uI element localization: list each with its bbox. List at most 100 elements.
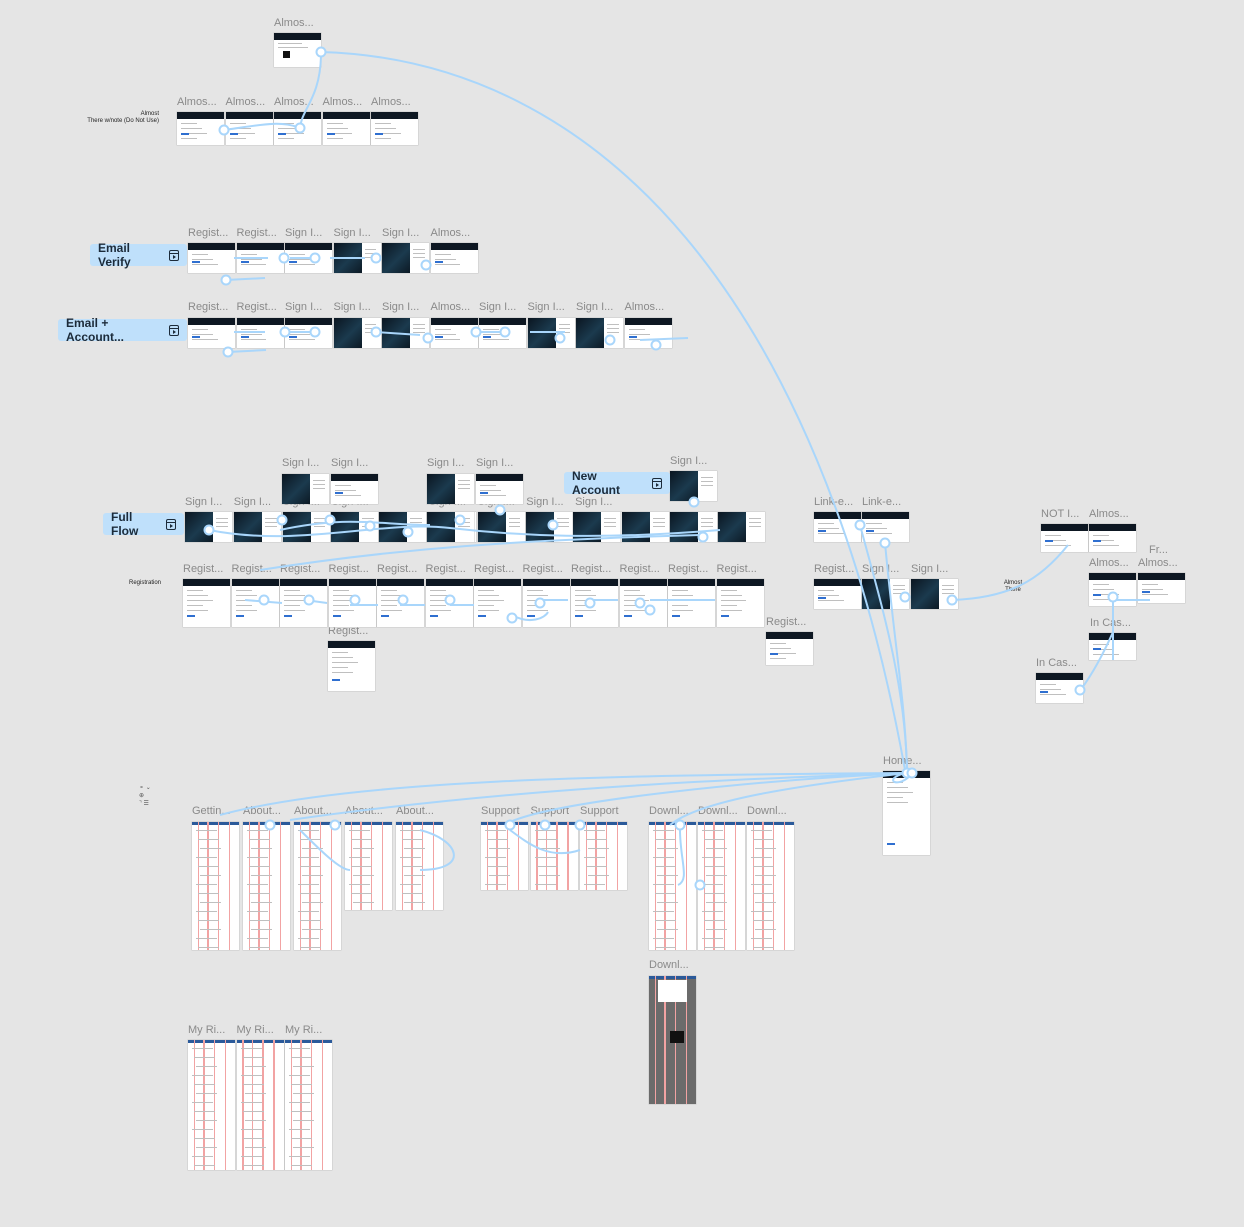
frame-thumbnail[interactable] [430, 318, 478, 348]
frame-thumbnail[interactable] [427, 512, 474, 542]
flow-start-email-verify[interactable]: Email Verify [90, 241, 187, 269]
frame-label[interactable]: Almos... [1138, 557, 1178, 569]
frame-thumbnail[interactable] [474, 579, 521, 627]
frame-thumbnail[interactable] [328, 579, 376, 627]
frame-label[interactable]: Sign I... [382, 301, 420, 313]
frame-label[interactable]: My Ri... [188, 1024, 226, 1036]
frame-thumbnail[interactable] [1089, 573, 1136, 606]
frame-thumbnail[interactable] [282, 474, 329, 504]
frame-thumbnail[interactable] [862, 512, 909, 542]
frame-thumbnail[interactable] [371, 112, 418, 145]
frame-thumbnail[interactable] [624, 318, 672, 348]
frame-label[interactable]: Regist... [188, 227, 229, 239]
frame-thumbnail[interactable] [322, 112, 370, 145]
frame-label[interactable]: Almos... [371, 96, 411, 108]
frame-label[interactable]: Regist... [280, 563, 321, 575]
flow-start-new-account[interactable]: New Account [564, 469, 670, 497]
frame-thumbnail[interactable] [649, 822, 696, 950]
frame-label[interactable]: Almos... [274, 17, 314, 29]
frame-download-dark[interactable] [649, 976, 696, 1104]
frame-thumbnail[interactable] [619, 579, 667, 627]
frame-thumbnail[interactable] [670, 512, 717, 542]
frame-label[interactable]: Sign I... [911, 563, 949, 575]
frame-thumbnail[interactable] [747, 822, 794, 950]
frame-thumbnail[interactable] [530, 822, 578, 890]
frame-label[interactable]: Regist... [668, 563, 709, 575]
frame-label[interactable]: Almos... [430, 301, 471, 313]
frame-thumbnail[interactable] [333, 318, 381, 348]
frame-label[interactable]: Regist... [474, 563, 515, 575]
frame-thumbnail[interactable] [477, 512, 525, 542]
frame-thumbnail[interactable] [576, 318, 623, 348]
frame-label[interactable]: Almos... [274, 96, 314, 108]
frame-thumbnail[interactable] [481, 822, 528, 890]
frame-label[interactable]: My Ri... [285, 1024, 323, 1036]
frame-thumbnail[interactable] [233, 512, 281, 542]
frame-label[interactable]: Regist... [231, 563, 272, 575]
frame-thumbnail[interactable] [396, 822, 443, 910]
frame-thumbnail[interactable] [188, 243, 235, 273]
frame-thumbnail[interactable] [294, 822, 341, 950]
frame-label[interactable]: Sign I... [427, 457, 465, 469]
frame-thumbnail[interactable] [188, 1040, 235, 1170]
frame-label[interactable]: Almos... [430, 227, 471, 239]
frame-thumbnail[interactable] [280, 579, 327, 627]
frame-label[interactable]: Regist... [377, 563, 418, 575]
frame-thumbnail[interactable] [911, 579, 958, 609]
frame-label[interactable]: Sign I... [862, 563, 900, 575]
frame-almost-there-top[interactable] [274, 33, 321, 67]
frame-label[interactable]: Sign I... [576, 301, 614, 313]
play-prototype-icon[interactable] [168, 324, 179, 336]
frame-thumbnail[interactable] [192, 822, 239, 950]
frame-thumbnail[interactable] [766, 632, 813, 665]
frame-thumbnail[interactable] [580, 822, 627, 890]
frame-thumbnail[interactable] [862, 579, 909, 609]
frame-thumbnail[interactable] [333, 243, 381, 273]
frame-thumbnail[interactable] [331, 512, 379, 542]
frame-label[interactable]: Downl... [649, 805, 689, 817]
play-prototype-icon[interactable] [168, 249, 179, 261]
frame-thumbnail[interactable] [425, 579, 473, 627]
frame-label[interactable]: Sign I... [670, 455, 708, 467]
frame-label[interactable]: About... [345, 805, 383, 817]
frame-label[interactable]: Link-e... [862, 496, 902, 508]
frame-thumbnail[interactable] [331, 474, 378, 504]
frame-thumbnail[interactable] [1089, 633, 1136, 660]
play-prototype-icon[interactable] [166, 518, 176, 530]
frame-thumbnail[interactable] [668, 579, 715, 627]
frame-thumbnail[interactable] [382, 243, 429, 273]
frame-thumbnail[interactable] [430, 243, 478, 273]
frame-label[interactable]: Downl... [698, 805, 738, 817]
frame-label[interactable]: Sign I... [285, 301, 323, 313]
frame-label[interactable]: Almos... [624, 301, 665, 313]
frame-thumbnail[interactable] [183, 579, 230, 627]
frame-label[interactable]: Almos... [322, 96, 363, 108]
frame-label[interactable]: In Cas... [1036, 657, 1077, 669]
frame-thumbnail[interactable] [571, 579, 618, 627]
frame-label[interactable]: About... [243, 805, 281, 817]
frame-label[interactable]: Sign I... [476, 457, 514, 469]
frame-label[interactable]: Regist... [766, 616, 807, 628]
frame-thumbnail[interactable] [1036, 673, 1083, 703]
frame-thumbnail[interactable] [573, 512, 620, 542]
frame-thumbnail[interactable] [274, 112, 321, 145]
frame-thumbnail[interactable] [379, 512, 426, 542]
frame-label[interactable]: My Ri... [236, 1024, 274, 1036]
frame-thumbnail[interactable] [698, 822, 745, 950]
play-prototype-icon[interactable] [651, 477, 662, 489]
frame-label[interactable]: Sign I... [527, 301, 565, 313]
frame-thumbnail[interactable] [231, 579, 279, 627]
flow-start-email-account[interactable]: Email + Account... [58, 316, 187, 344]
flow-start-full-flow[interactable]: Full Flow [103, 510, 184, 538]
frame-label[interactable]: Almos... [177, 96, 217, 108]
frame-thumbnail[interactable] [236, 1040, 284, 1170]
frame-thumbnail[interactable] [427, 474, 474, 504]
frame-thumbnail[interactable] [622, 512, 669, 542]
frame-thumbnail[interactable] [345, 822, 392, 910]
frame-thumbnail[interactable] [285, 1040, 332, 1170]
frame-label[interactable]: Sign I... [333, 301, 371, 313]
frame-label[interactable]: Regist... [328, 563, 369, 575]
frame-thumbnail[interactable] [328, 641, 375, 691]
frame-label[interactable]: Sign I... [185, 496, 223, 508]
frame-label[interactable]: Almos... [225, 96, 266, 108]
